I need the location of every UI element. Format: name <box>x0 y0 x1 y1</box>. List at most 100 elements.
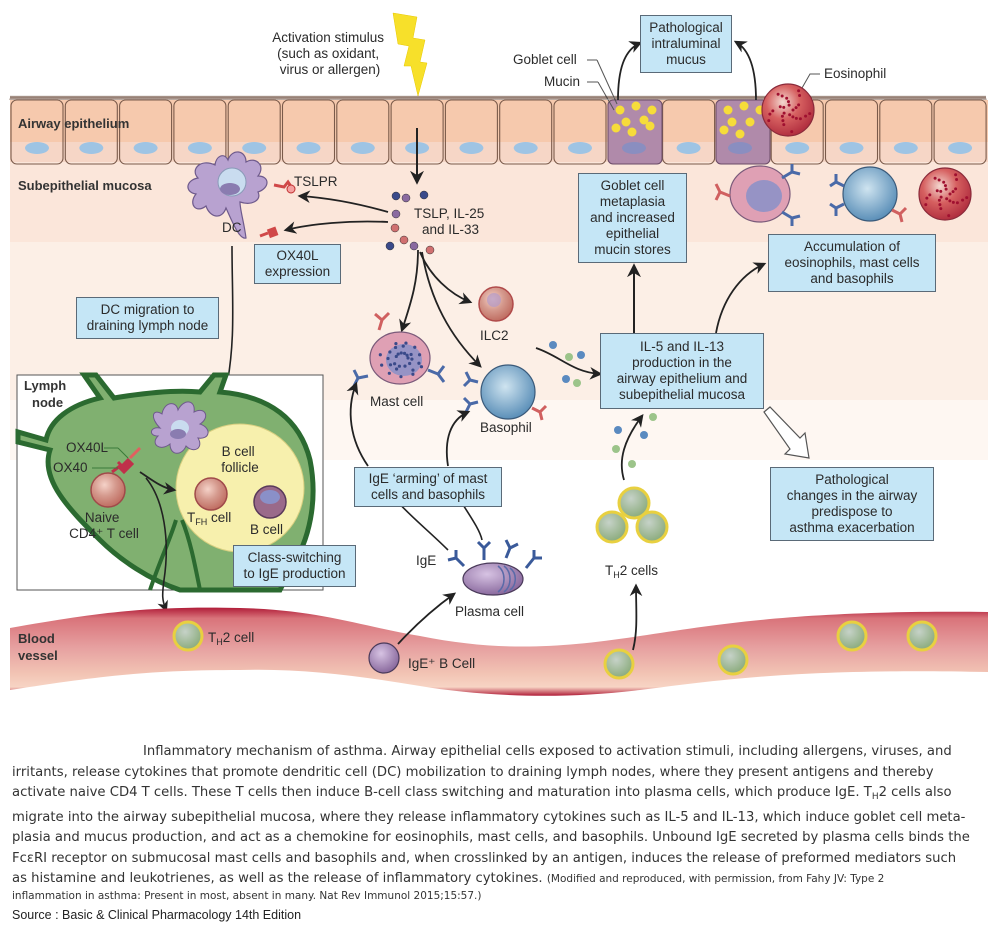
granule <box>768 112 772 116</box>
granule <box>406 356 410 360</box>
granule <box>924 203 928 207</box>
granule <box>794 106 798 110</box>
basophil-label: Basophil <box>480 420 532 435</box>
cytokine-dot <box>565 353 573 361</box>
ige-label: IgE <box>416 553 436 568</box>
box-class-switching: Class-switching to IgE production <box>233 545 356 587</box>
granule <box>798 117 802 121</box>
granule <box>944 187 948 191</box>
cell-nucleus <box>187 142 212 154</box>
cell-nucleus <box>242 142 267 154</box>
granule <box>948 192 952 196</box>
b-cell-follicle-label: B cell follicle <box>221 444 259 475</box>
cell-nucleus <box>676 142 701 154</box>
granule <box>403 364 407 368</box>
granule <box>419 365 424 369</box>
th2-cell <box>603 648 635 680</box>
epithelial-cells <box>9 95 987 165</box>
cell-nucleus <box>133 142 158 154</box>
granule <box>954 187 958 191</box>
arrow-to-mast-cell <box>399 249 419 333</box>
granule <box>380 363 384 367</box>
granule <box>405 353 409 357</box>
th2-cell <box>906 620 938 652</box>
granule <box>965 196 969 200</box>
granule <box>945 197 949 201</box>
granule <box>771 109 775 113</box>
ox40-receptor-icon <box>116 457 135 475</box>
granule <box>399 351 403 355</box>
granule <box>794 116 798 120</box>
arrow-th2-to-blood <box>145 477 168 613</box>
box-ox40l-expression: OX40L expression <box>254 244 341 284</box>
granule <box>417 361 421 365</box>
granule <box>955 177 959 181</box>
epithelial-cell <box>10 99 64 165</box>
granule <box>782 105 786 109</box>
mucin-granules <box>611 101 765 139</box>
arrow-cytokine-flow-to-il5 <box>535 347 603 380</box>
granule <box>790 130 794 134</box>
mucin-label: Mucin <box>544 74 580 89</box>
granule <box>417 353 422 357</box>
cell-nucleus <box>785 142 810 154</box>
granule <box>394 341 398 346</box>
granule <box>386 356 390 361</box>
granule <box>378 353 382 357</box>
granule <box>393 345 398 350</box>
ox40l-label: OX40L <box>66 440 109 455</box>
granule <box>787 103 791 107</box>
granule <box>939 195 943 199</box>
arrow-goblet1-to-mucus <box>617 41 643 101</box>
cytokines-label: TSLP, IL-25 and IL-33 <box>414 206 488 237</box>
cell-nucleus <box>296 142 321 154</box>
dendritic-cell <box>187 151 268 239</box>
arrow-cytokines-to-ox40l <box>283 220 389 234</box>
arrow-ige-to-basophil <box>445 410 471 467</box>
epithelial-cell <box>281 99 336 165</box>
box-pathological-mucus: Pathological intraluminal mucus <box>640 15 732 73</box>
caption-subscript: H <box>871 792 879 802</box>
caption-text-1: Inflammatory mechanism of asthma. Airway… <box>12 744 952 800</box>
blood-vessel <box>10 607 988 696</box>
lightning-bolt-icon <box>392 12 428 97</box>
granule <box>404 341 408 345</box>
th2-cell <box>836 620 868 652</box>
b-cell-label: B cell <box>250 522 283 537</box>
source-line: Source : Basic & Clinical Pharmacology 1… <box>12 908 302 922</box>
label-airway-epithelium: Airway epithelium <box>18 116 129 131</box>
granule <box>928 193 932 197</box>
box-dc-migration: DC migration to draining lymph node <box>76 297 219 339</box>
granule <box>394 367 399 371</box>
th2-cell <box>172 620 204 652</box>
granule <box>767 119 771 123</box>
granule <box>788 113 792 117</box>
granule <box>396 352 400 356</box>
granule <box>933 176 937 180</box>
cytokine-dot <box>577 351 585 359</box>
cell-nucleus <box>948 142 973 154</box>
arrow-to-basophil <box>421 251 482 368</box>
granule <box>935 189 939 193</box>
granule <box>408 361 412 366</box>
cell-nucleus <box>568 142 592 154</box>
cytokine-dot <box>419 190 429 200</box>
basophil <box>462 364 548 421</box>
arrow-ige-to-mast-cell <box>346 381 369 467</box>
asthma-mechanism-diagram: Airway epithelium Subepithelial mucosa A… <box>9 12 988 696</box>
granule <box>947 214 951 218</box>
epithelial-cell <box>444 99 498 165</box>
granule <box>411 372 415 376</box>
granule <box>954 173 958 177</box>
eosinophil-mucosa <box>918 167 972 221</box>
cytokine-dot <box>409 241 419 251</box>
mucin-granule <box>615 105 625 115</box>
granule <box>798 93 802 97</box>
plasma-cell-label: Plasma cell <box>455 604 524 619</box>
mast-cell-label: Mast cell <box>370 394 423 409</box>
granule <box>388 350 392 354</box>
activation-stimulus-label: Activation stimulus (such as oxidant, vi… <box>272 30 388 77</box>
cell-nucleus <box>459 142 484 154</box>
box-accumulation: Accumulation of eosinophils, mast cells … <box>768 234 936 292</box>
